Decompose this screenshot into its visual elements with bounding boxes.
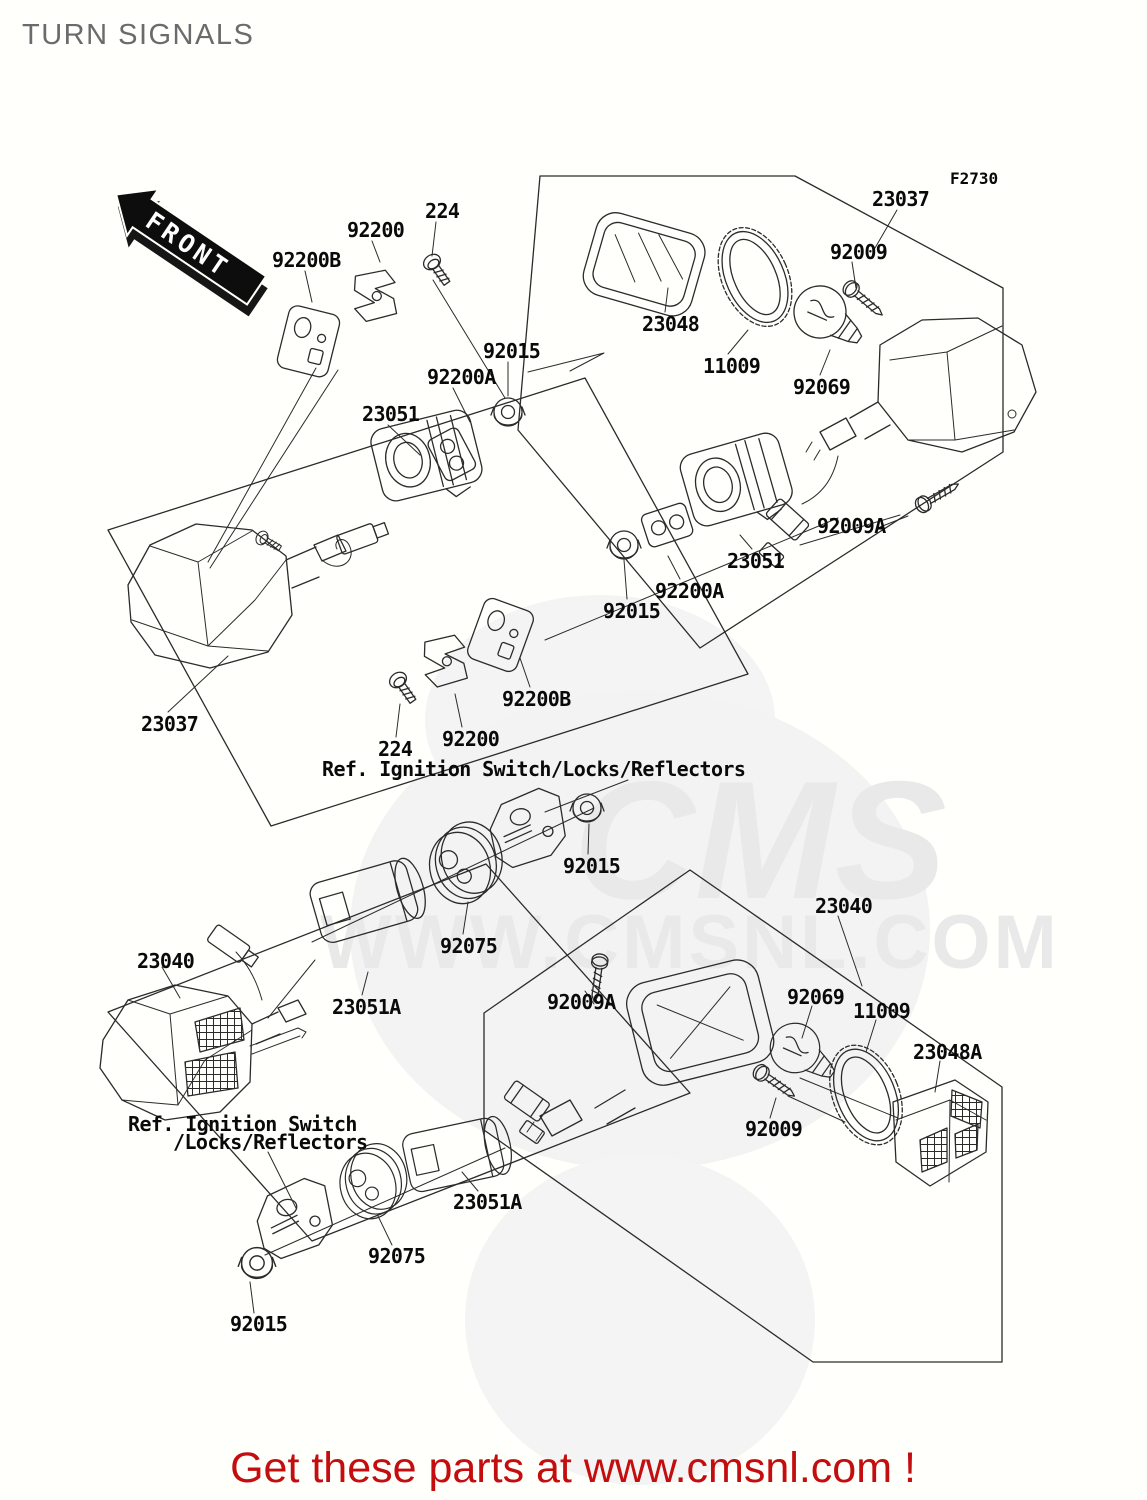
- watermark-blob-bottom: [465, 1155, 815, 1485]
- front-arrow: [114, 187, 268, 306]
- label-23040-left: 23040: [137, 949, 194, 973]
- label-92075-mid: 92075: [440, 934, 497, 958]
- label-92069-top: 92069: [793, 375, 850, 399]
- damper-plate-92200B-left: [274, 303, 343, 380]
- wire-connector-2: [519, 1120, 545, 1144]
- ref-note-bottom-line2: /Locks/Reflectors: [173, 1130, 368, 1154]
- label-92200B-top: 92200B: [272, 248, 341, 272]
- label-92009A-bottom: 92009A: [547, 990, 616, 1014]
- label-92200A-right: 92200A: [655, 579, 724, 603]
- label-23051-left: 23051: [362, 402, 420, 426]
- label-224-top: 224: [425, 199, 460, 223]
- label-92015-right: 92015: [603, 599, 660, 623]
- housing-assembly-23040-right: [503, 959, 775, 1144]
- screw-224-left: [419, 250, 455, 290]
- wire-connector: [503, 1080, 550, 1122]
- label-11009-top: 11009: [703, 354, 760, 378]
- label-23048A: 23048A: [913, 1040, 982, 1064]
- page-title: TURN SIGNALS: [22, 19, 254, 51]
- label-23037-bottom-left: 23037: [141, 712, 198, 736]
- gasket-11009-top: [703, 215, 807, 339]
- group-box-bottom-right: [483, 869, 1003, 1363]
- bracket-92200-left: [346, 263, 406, 328]
- label-92015-bottom: 92015: [230, 1312, 287, 1336]
- label-23051A-bottom: 23051A: [453, 1190, 522, 1214]
- lens-23048A: [892, 1079, 989, 1187]
- watermark-logo-text: CMS: [573, 746, 946, 934]
- label-11009-bottom: 11009: [853, 999, 910, 1023]
- label-23037-top-right: 23037: [872, 187, 929, 211]
- label-224-center: 224: [378, 737, 413, 761]
- part-labels: 224 92200 92200B 92015 92200A 23051 2304…: [128, 169, 998, 1336]
- label-92009-top: 92009: [830, 240, 887, 264]
- label-92069-bottom: 92069: [787, 985, 844, 1009]
- label-92200A-left: 92200A: [427, 365, 496, 389]
- watermark-blob-center: [350, 690, 930, 1170]
- label-92015-left: 92015: [483, 339, 540, 363]
- wire-connector: [765, 498, 810, 541]
- label-92200B-center: 92200B: [502, 687, 571, 711]
- label-92015-mid: 92015: [563, 854, 620, 878]
- wire-connector: [207, 924, 259, 968]
- nut-92015-right: [606, 530, 642, 560]
- label-23051-right: 23051: [727, 549, 785, 573]
- label-92009-bottom: 92009: [745, 1117, 802, 1141]
- screw-92009-top: [839, 277, 888, 322]
- footer-cta-link[interactable]: Get these parts at www.cmsnl.com !: [230, 1444, 916, 1492]
- housing-23051-right: [676, 429, 799, 540]
- label-23040-right: 23040: [815, 894, 872, 918]
- lens-23048: [582, 212, 706, 317]
- label-92200-top: 92200: [347, 218, 404, 242]
- plate-92200A-left: [425, 425, 479, 484]
- bulb-92069-top: [783, 275, 875, 362]
- label-92200-center: 92200: [442, 727, 499, 751]
- front-direction-marker: FRONT: [114, 187, 268, 317]
- wire-connector-2: [758, 542, 785, 567]
- diagram-code: F2730: [950, 169, 998, 188]
- turn-signal-assembly-23037-left: [127, 522, 390, 669]
- ref-note-bottom-line1: Ref. Ignition Switch: [128, 1112, 357, 1136]
- group-box-top-right: [517, 175, 1004, 649]
- watermark-url-text: WWW.CMSNL.COM: [320, 900, 1060, 985]
- turn-signal-assembly-23040-left: [99, 924, 307, 1121]
- screw-224-center: [385, 668, 421, 708]
- label-92009A-right: 92009A: [817, 514, 886, 538]
- label-23051A-mid: 23051A: [332, 995, 401, 1019]
- turn-signal-assembly-23037-right: [758, 317, 1037, 567]
- label-92075-bottom: 92075: [368, 1244, 425, 1268]
- plate-92200A-right: [639, 501, 695, 549]
- label-23048: 23048: [642, 312, 699, 336]
- wire-connector: [336, 522, 390, 555]
- axis-lines: [207, 279, 901, 1256]
- watermark: CMS WWW.CMSNL.COM: [320, 595, 1060, 1485]
- group-box-top-left: [107, 377, 749, 827]
- ref-note-center: Ref. Ignition Switch/Locks/Reflectors: [322, 757, 745, 781]
- group-box-bottom-left: [107, 863, 691, 1242]
